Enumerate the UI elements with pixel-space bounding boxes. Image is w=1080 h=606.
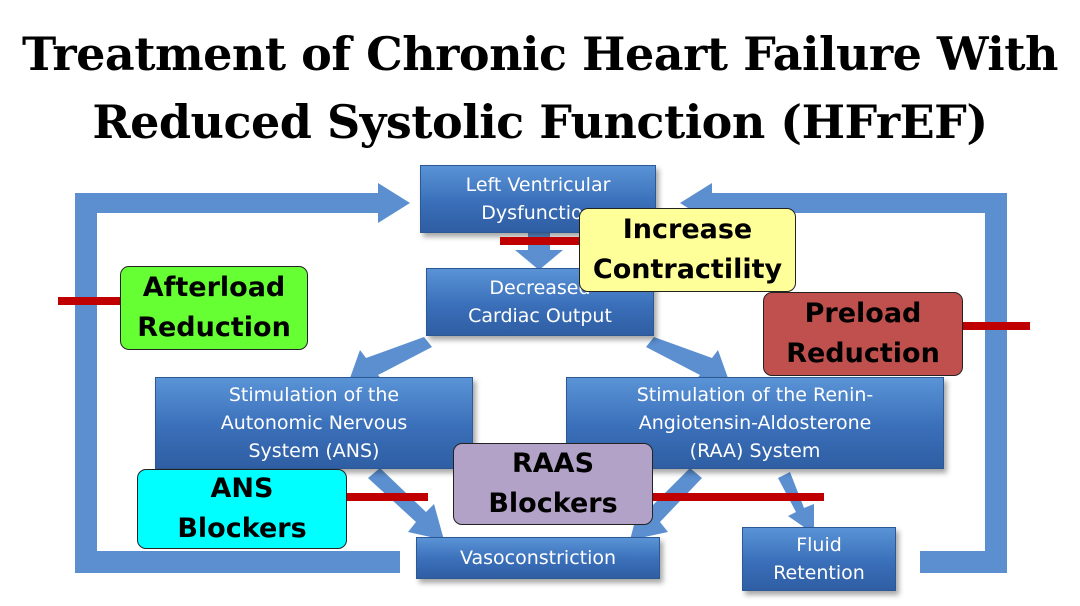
box-vasoconstriction: Vasoconstriction xyxy=(416,537,660,579)
arrow-ans-vaso xyxy=(368,468,444,540)
block-bar-raas xyxy=(648,493,824,501)
block-bar-afterload xyxy=(58,297,128,305)
arrow-lvd-dco-head xyxy=(515,250,563,270)
block-bar-preload xyxy=(955,322,1030,330)
left-loop-top xyxy=(75,193,380,213)
block-bar-ans xyxy=(340,493,428,501)
left-loop-vertical xyxy=(75,193,97,573)
title-line-1: Treatment of Chronic Heart Failure With xyxy=(22,27,1058,81)
arrow-dco-raa xyxy=(646,337,728,382)
left-loop-bottom xyxy=(75,551,400,573)
arrow-dco-ans xyxy=(350,337,432,382)
right-loop-bottom xyxy=(920,551,1007,573)
title-line-2: Reduced Systolic Function (HFrEF) xyxy=(92,95,988,149)
arrow-raa-fluid xyxy=(778,472,814,534)
block-bar-contractility xyxy=(500,237,592,245)
right-loop-vertical xyxy=(985,193,1007,573)
left-loop-arrowhead xyxy=(378,183,410,223)
